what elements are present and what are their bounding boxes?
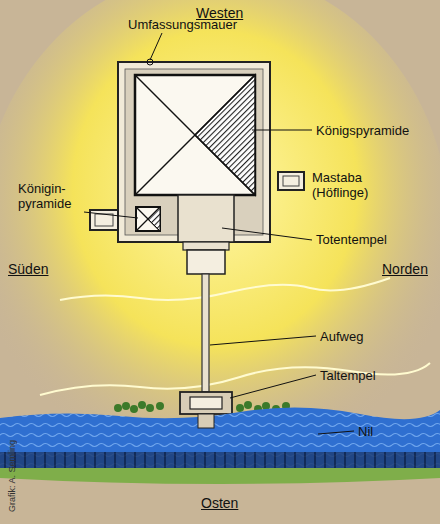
part-name: Königin- pyramide xyxy=(18,181,82,211)
part-name: Königspyramide xyxy=(316,123,409,138)
part-name: Aufweg xyxy=(320,329,363,344)
direction-label: Norden xyxy=(382,262,428,277)
sun-glow xyxy=(0,0,440,490)
valley-temple xyxy=(180,392,232,414)
causeway xyxy=(202,274,209,392)
queen-pyramid xyxy=(136,207,160,231)
enclosure-wall xyxy=(118,62,270,242)
part-name: Umfassungsmauer xyxy=(128,17,237,32)
nile-river xyxy=(0,407,440,470)
mortuary-temple xyxy=(178,195,234,242)
part-name: Nil xyxy=(358,424,373,439)
credit-note: Grafik: A. Semling xyxy=(5,440,20,512)
pyramid-shadow-face xyxy=(195,75,255,195)
direction-label: Süden xyxy=(8,262,48,277)
part-name: Taltempel xyxy=(320,368,376,383)
fields xyxy=(0,468,440,484)
king-pyramid xyxy=(135,75,255,195)
part-name: Mastaba (Höflinge) xyxy=(312,170,416,200)
part-name: Totentempel xyxy=(316,232,387,247)
mastaba xyxy=(278,172,304,190)
direction-label: Osten xyxy=(201,496,238,511)
leader-line xyxy=(84,33,354,434)
terrain-line xyxy=(40,363,430,395)
terrain-line xyxy=(60,278,390,300)
